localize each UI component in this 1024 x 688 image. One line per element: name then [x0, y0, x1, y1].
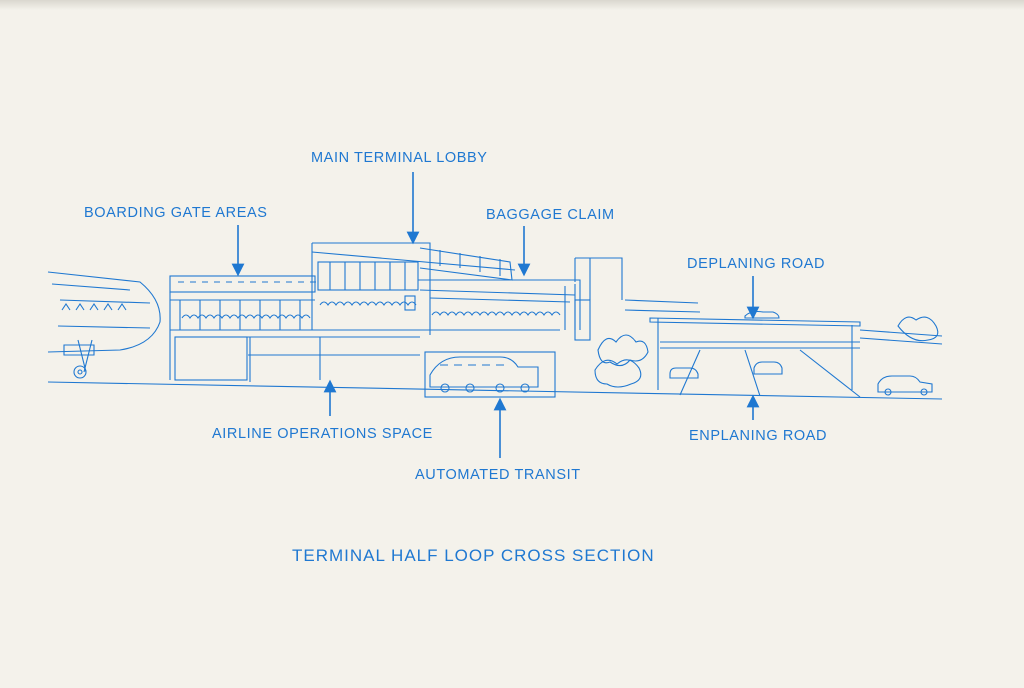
diagram-title: TERMINAL HALF LOOP CROSS SECTION	[292, 546, 655, 565]
label-boarding-gate-areas: BOARDING GATE AREAS	[84, 205, 268, 221]
label-baggage-claim: BAGGAGE CLAIM	[486, 207, 615, 223]
airplane-nose	[47, 271, 161, 379]
label-enplaning-road: ENPLANING ROAD	[689, 428, 828, 444]
ground-line	[47, 381, 943, 400]
label-deplaning-road: DEPLANING ROAD	[687, 256, 826, 272]
service-tower	[574, 257, 623, 341]
boarding-gate-building	[169, 275, 420, 382]
baggage-claim-building	[418, 279, 581, 330]
trees	[594, 316, 939, 388]
label-main-terminal-lobby: MAIN TERMINAL LOBBY	[311, 150, 488, 166]
automated-transit-level	[424, 351, 556, 398]
main-terminal-block	[311, 242, 560, 335]
label-automated-transit: AUTOMATED TRANSIT	[415, 467, 581, 483]
paper-top-edge	[0, 0, 1024, 10]
road-structures	[624, 299, 943, 398]
label-airline-operations-space: AIRLINE OPERATIONS SPACE	[212, 426, 433, 442]
